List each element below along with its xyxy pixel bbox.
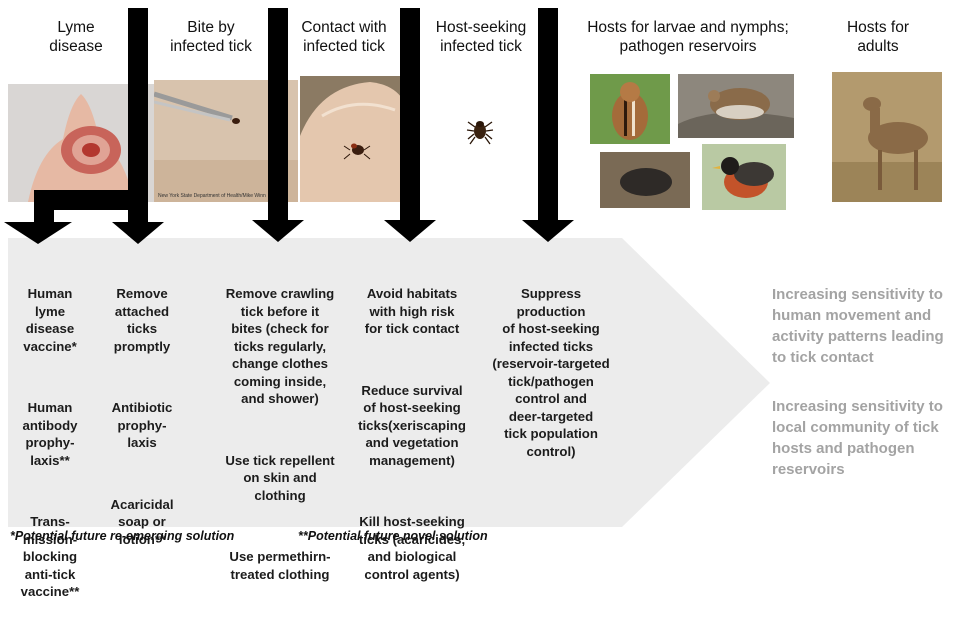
intervention-vaccine: Human lyme disease vaccine* xyxy=(10,285,90,355)
arrow-hosts xyxy=(522,8,574,242)
footnote-novel: **Potential future novel solution xyxy=(298,529,488,543)
intervention-anti-tick-vaccine: Trans- mission- blocking anti-tick vacci… xyxy=(10,513,90,601)
column-host-interventions: Suppress production of host-seeking infe… xyxy=(476,250,626,487)
arrow-contact xyxy=(252,8,304,242)
column-bite-interventions: Remove attached ticks promptly Antibioti… xyxy=(96,250,188,575)
column-contact-interventions: Remove crawling tick before it bites (ch… xyxy=(210,250,350,610)
intervention-antibiotic: Antibiotic prophy- laxis xyxy=(96,399,188,452)
arrow-host-seeking xyxy=(384,8,436,242)
intervention-remove-crawling: Remove crawling tick before it bites (ch… xyxy=(210,285,350,408)
arrow-lyme-disease xyxy=(4,8,148,244)
intervention-permethrin: Use permethirn- treated clothing xyxy=(210,548,350,583)
intervention-antibody: Human antibody prophy- laxis** xyxy=(10,399,90,469)
intervention-repellent: Use tick repellent on skin and clothing xyxy=(210,452,350,505)
column-host-seeking-interventions: Avoid habitats with high risk for tick c… xyxy=(346,250,478,610)
intervention-avoid-habitats: Avoid habitats with high risk for tick c… xyxy=(346,285,478,338)
footnote-reemerging: *Potential future re-emerging solution xyxy=(10,529,234,543)
intervention-suppress-production: Suppress production of host-seeking infe… xyxy=(476,285,626,460)
column-lyme-interventions: Human lyme disease vaccine* Human antibo… xyxy=(10,250,90,627)
intervention-remove-ticks: Remove attached ticks promptly xyxy=(96,285,188,355)
note-human-movement: Increasing sensitivity to human movement… xyxy=(772,284,964,368)
intervention-reduce-survival: Reduce survival of host-seeking ticks(xe… xyxy=(346,382,478,470)
note-local-community: Increasing sensitivity to local communit… xyxy=(772,396,964,480)
intervention-kill-ticks: Kill host-seeking ticks (acaricides, and… xyxy=(346,513,478,583)
